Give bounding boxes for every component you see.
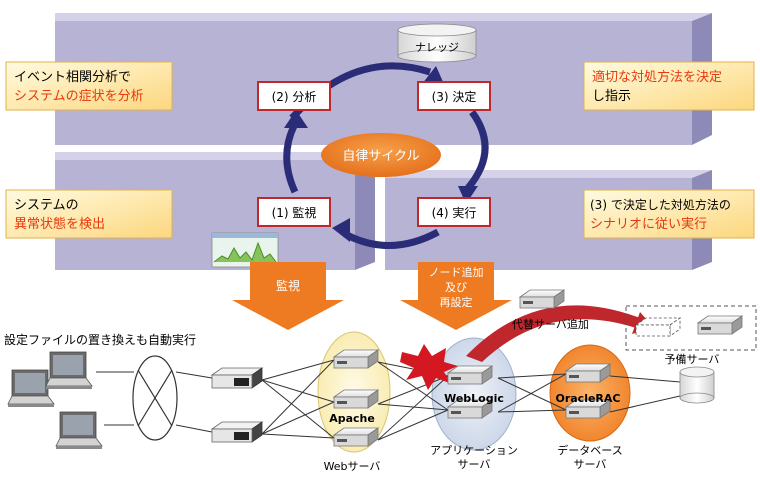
- apache-server-1: [333, 349, 379, 369]
- note-upper-left-line1: イベント相関分析で: [14, 70, 131, 85]
- load-balancer-1: [211, 367, 263, 389]
- substitute-server-arrow: [466, 305, 640, 362]
- monitor-arrow-label: 監視: [276, 278, 300, 293]
- database-icon: [679, 366, 715, 404]
- note-upper-right-line1: 適切な対処方法を決定: [592, 69, 722, 85]
- apache-server-2: [333, 389, 379, 409]
- apache-label: Apache: [329, 412, 375, 425]
- autonomic-cycle-center: 自律サイクル: [321, 133, 441, 177]
- failure-burst-icon: [400, 344, 458, 390]
- arrowhead-left: [284, 110, 308, 128]
- load-balancer-2: [211, 421, 263, 443]
- reconfigure-line1: ノード追加: [429, 265, 484, 279]
- arrowhead-top: [422, 66, 444, 84]
- cycle-arc-left: [283, 120, 300, 194]
- note-upper-left-line2: システムの症状を分析: [14, 89, 144, 104]
- reconfigure-line2: 及び: [445, 281, 467, 294]
- db-server-label-line2: サーバ: [574, 458, 607, 471]
- spare-server-pool: [625, 305, 757, 351]
- step-decide: (3) 決定: [417, 81, 491, 111]
- app-server-label-line1: アプリケーション: [430, 444, 518, 457]
- knowledge-label: ナレッジ: [415, 41, 459, 54]
- note-upper-right: 適切な対処方法を決定 し指示: [583, 61, 755, 111]
- note-upper-right-line2: し指示: [592, 89, 631, 104]
- note-lower-right: (3) で決定した対処方法の シナリオに従い実行: [583, 189, 755, 239]
- app-server-label-line2: サーバ: [458, 458, 491, 471]
- arrowhead-bottom: [332, 218, 350, 242]
- apache-server-3: [333, 427, 379, 447]
- weblogic-label: WebLogic: [444, 392, 504, 405]
- oraclerac-label: OracleRAC: [555, 392, 620, 405]
- reconfigure-line3: 再設定: [440, 295, 473, 309]
- cycle-arc-right: [465, 109, 489, 191]
- note-lower-right-line2: シナリオに従い実行: [590, 216, 707, 232]
- note-lower-left-line1: システムの: [14, 198, 79, 213]
- client-laptop-2: [45, 351, 93, 390]
- web-server-label: Webサーバ: [324, 460, 381, 473]
- knowledge-db-icon: ナレッジ: [397, 23, 477, 63]
- note-lower-left: システムの 異常状態を検出: [5, 189, 173, 239]
- step-monitor-label: (1) 監視: [272, 205, 317, 220]
- monitor-arrow: 監視: [232, 262, 344, 330]
- weblogic-server-1: [447, 365, 493, 385]
- client-network-lines: [96, 371, 213, 433]
- config-note: 設定ファイルの置き換えも自動実行: [4, 332, 196, 347]
- cycle-arrowheads: [284, 66, 478, 242]
- step-analyze: (2) 分析: [257, 81, 331, 111]
- step-analyze-label: (2) 分析: [272, 90, 317, 104]
- note-upper-left: イベント相関分析で システムの症状を分析: [5, 61, 173, 111]
- step-execute-label: (4) 実行: [432, 205, 477, 220]
- network-switch-icon: [132, 355, 178, 441]
- client-laptop-3: [55, 411, 103, 450]
- spare-server: [697, 315, 743, 335]
- cycle-arc-bottom: [343, 228, 440, 249]
- reconfigure-arrow: ノード追加 及び 再設定: [400, 262, 512, 330]
- step-decide-label: (3) 決定: [432, 89, 477, 104]
- center-label: 自律サイクル: [342, 149, 419, 164]
- db-server-label-line1: データベース: [557, 443, 622, 457]
- step-monitor: (1) 監視: [257, 197, 331, 227]
- substitute-server: [519, 289, 565, 309]
- spare-label: 予備サーバ: [665, 353, 720, 366]
- note-lower-left-line2: 異常状態を検出: [14, 216, 105, 232]
- monitor-graph-icon: [211, 232, 279, 268]
- note-lower-right-line1: (3) で決定した対処方法の: [590, 197, 731, 212]
- substitute-label: 代替サーバ追加: [512, 317, 589, 331]
- step-execute: (4) 実行: [417, 197, 491, 227]
- mesh-lines: [261, 359, 681, 441]
- arrowhead-right: [458, 186, 478, 204]
- oraclerac-server-1: [565, 363, 611, 383]
